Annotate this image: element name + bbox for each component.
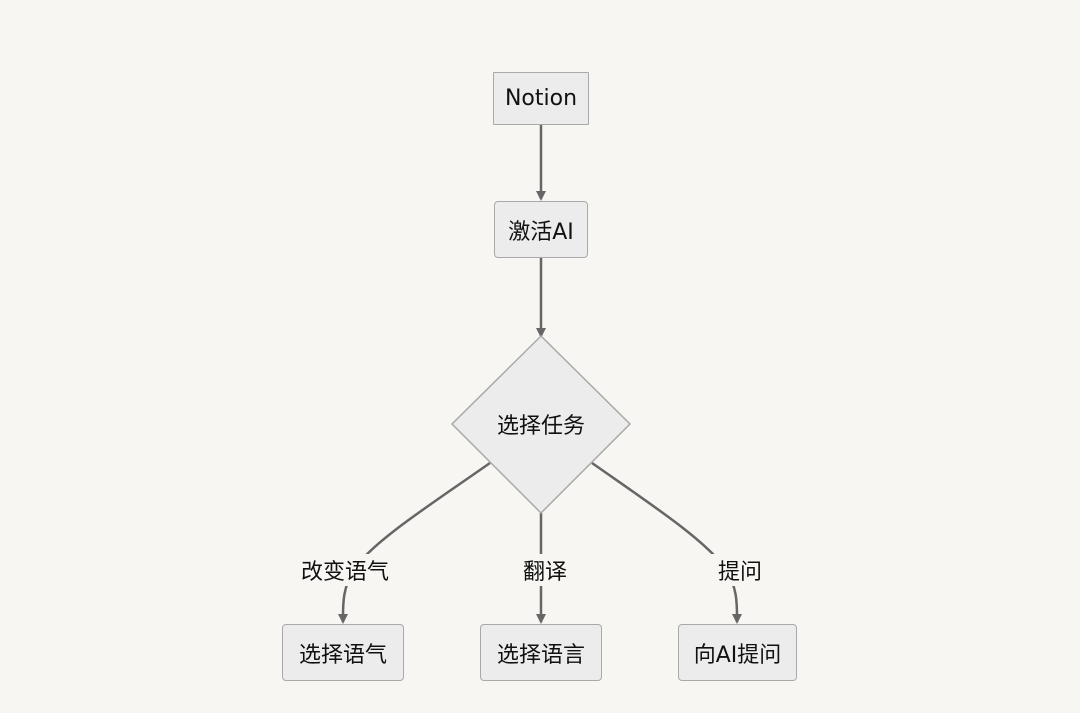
node-ask-ai[interactable]: 向AI提问 xyxy=(678,624,797,681)
node-select-task[interactable]: 选择任务 xyxy=(452,404,630,444)
edge-select-task-to-ask-ai xyxy=(591,461,743,624)
node-ask-ai-label: 向AI提问 xyxy=(693,642,782,668)
node-select-tone-label: 选择语气 xyxy=(298,642,387,668)
edge-label-translate: 翻译 xyxy=(510,554,580,586)
node-activate-ai-label: 激活AI xyxy=(508,219,574,245)
edge-label-ask: 提问 xyxy=(705,554,775,586)
node-notion-label: Notion xyxy=(504,86,578,111)
node-activate-ai[interactable]: 激活AI xyxy=(494,201,588,258)
edge-label-change-tone: 改变语气 xyxy=(288,554,402,586)
decision-diamond xyxy=(450,334,632,515)
edge-select-task-to-select-tone xyxy=(337,461,491,624)
node-select-language-label: 选择语言 xyxy=(496,642,585,668)
node-select-language[interactable]: 选择语言 xyxy=(480,624,602,681)
node-select-tone[interactable]: 选择语气 xyxy=(282,624,404,681)
node-select-task-label: 选择任务 xyxy=(496,414,585,439)
node-notion[interactable]: Notion xyxy=(493,72,589,125)
